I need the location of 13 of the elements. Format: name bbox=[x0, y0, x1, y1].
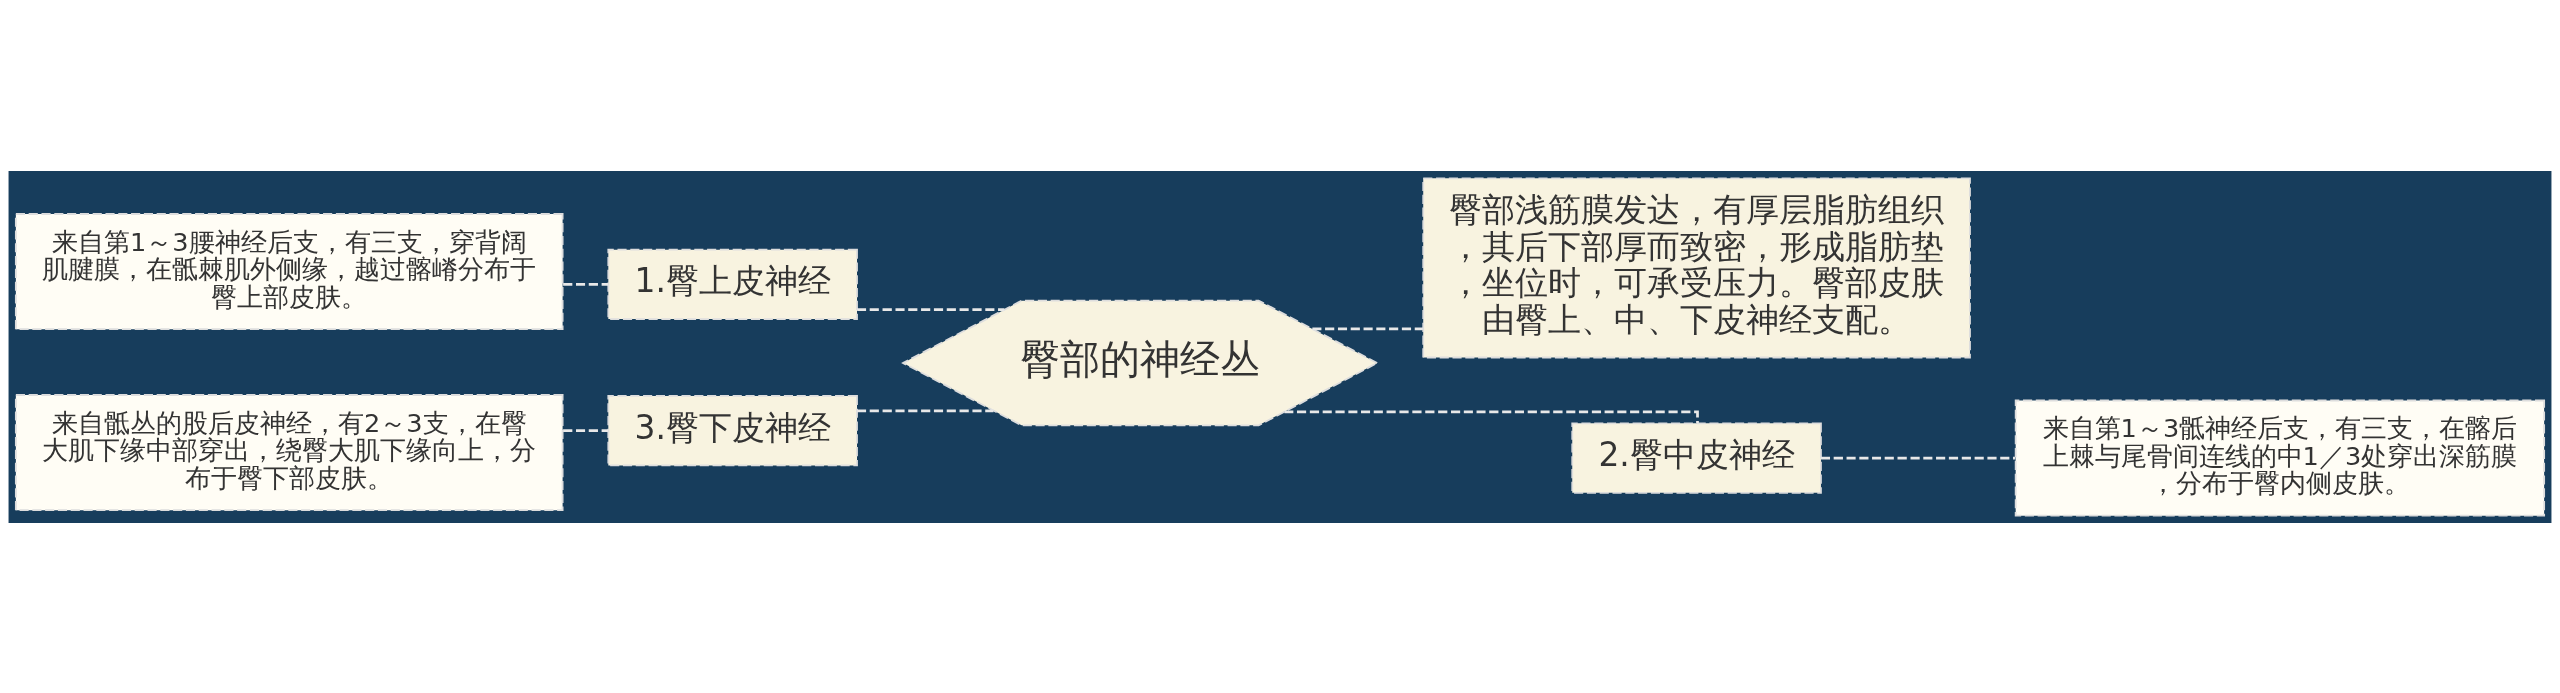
node-box: 1.臀上皮神经 bbox=[607, 248, 858, 320]
connector bbox=[857, 408, 994, 412]
connector bbox=[857, 307, 1005, 311]
node-box: 来自骶丛的股后皮神经，有2～3支，在臀大肌下缘中部穿出，绕臀大肌下缘向上，分布于臀下部皮肤。 bbox=[14, 393, 564, 511]
node-box: 来自第1～3骶神经后支，有三支，在髂后上棘与尾骨间连线的中1／3处穿出深筋膜，分布于臀内侧皮肤。 bbox=[2014, 399, 2546, 517]
node-box: 来自第1～3腰神经后支，有三支，穿背阔肌腱膜，在骶棘肌外侧缘，越过髂嵴分布于臀上部皮肤。 bbox=[14, 212, 564, 330]
node-box: 2.臀中皮神经 bbox=[1571, 421, 1822, 494]
node-box: 臀部浅筋膜发达，有厚层脂肪组织，其后下部厚而致密，形成脂肪垫，坐位时，可承受压力。臀部皮肤由臀上、中、下皮神经支配。 bbox=[1422, 176, 1971, 358]
node-box: 3.臀下皮神经 bbox=[607, 394, 858, 466]
connector bbox=[1821, 456, 2016, 459]
connector bbox=[1312, 327, 1423, 330]
connector bbox=[563, 428, 609, 432]
connector bbox=[563, 282, 609, 286]
